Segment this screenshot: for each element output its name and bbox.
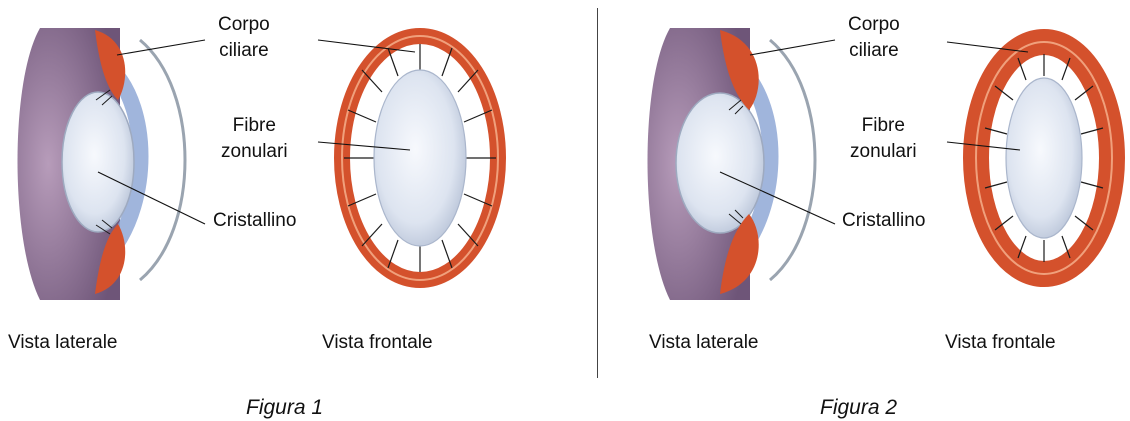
front-view-eye xyxy=(342,36,498,280)
figure-caption: Figura 2 xyxy=(820,396,897,420)
figure-2: Corpo ciliare Fibre zonulari Cristallino… xyxy=(565,0,1130,421)
figure-1: Corpo ciliare Fibre zonulari Cristallino… xyxy=(0,0,565,421)
front-view-eye xyxy=(976,42,1112,274)
ciliary-body-label: Corpo ciliare xyxy=(848,12,900,64)
side-view-label: Vista laterale xyxy=(8,332,118,354)
figure-caption: Figura 1 xyxy=(246,396,323,420)
lens-label: Cristallino xyxy=(842,208,925,234)
zonular-fibers-label: Fibre zonulari xyxy=(850,113,917,165)
lens-side xyxy=(676,93,764,233)
ciliary-body-label: Corpo ciliare xyxy=(218,12,270,64)
lens-side xyxy=(62,92,134,232)
front-view-label: Vista frontale xyxy=(322,332,433,354)
lens-front xyxy=(374,70,466,246)
lens-front xyxy=(1006,78,1082,238)
side-view-eye xyxy=(648,28,816,300)
lens-label: Cristallino xyxy=(213,208,296,234)
zonular-fibers-label: Fibre zonulari xyxy=(221,113,288,165)
side-view-eye xyxy=(18,28,186,300)
front-view-label: Vista frontale xyxy=(945,332,1056,354)
side-view-label: Vista laterale xyxy=(649,332,759,354)
